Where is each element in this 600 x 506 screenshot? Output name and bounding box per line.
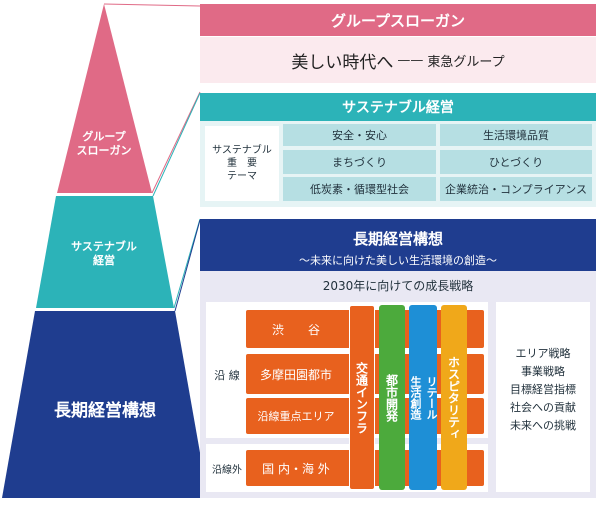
- area-label: 沿 線: [214, 369, 240, 382]
- business-bar-hospitality: ホスピタリティ: [441, 305, 467, 490]
- side-list: エリア戦略 事業戦略 目標経営指標 社会への貢献 未来への挑戦: [496, 345, 590, 435]
- longterm-title: 長期経営構想: [352, 229, 443, 248]
- theme-cell: 企業統治・コンプライアンス: [440, 177, 592, 201]
- connector-line: [174, 219, 201, 312]
- slogan-header: グループスローガン: [200, 4, 596, 36]
- strategy-title: 2030年に向けての成長戦略: [322, 278, 474, 293]
- business-bar-retail: リテール 生活創造: [409, 305, 438, 490]
- pyramid-middle-label: サステナブル 経営: [71, 239, 137, 267]
- slogan-dash: ——: [397, 52, 424, 68]
- business-bar-transport: 交通インフラ: [349, 305, 375, 490]
- pyramid-bottom-label: 長期経営構想: [54, 400, 156, 421]
- sustainable-header: サステナブル経営: [200, 93, 596, 121]
- connector-line: [173, 218, 201, 309]
- area-tama-den-en-toshi: 多摩田園都市: [259, 367, 332, 382]
- pyramid-middle-tier: [36, 196, 174, 308]
- connector-line: [103, 3, 201, 7]
- area-domestic-overseas: 国 内・海 外: [262, 461, 330, 476]
- pyramid-top-tier: [57, 4, 152, 193]
- pyramid-bottom-tier: [2, 311, 208, 498]
- side-item: 社会への貢献: [510, 401, 576, 414]
- area-priority-zone: 沿線重点エリア: [257, 410, 335, 423]
- sustainable-theme-label: サステナブル 重 要 テーマ: [205, 126, 279, 201]
- side-item: 事業戦略: [521, 365, 565, 378]
- theme-cell: 低炭素・循環型社会: [283, 177, 436, 201]
- slogan-body: 美しい時代へ —— 東急グループ: [200, 37, 596, 83]
- business-bar-urban-development: 都市開発: [379, 305, 405, 490]
- side-panel: [496, 302, 590, 492]
- longterm-header: 長期経営構想 ～未来に向けた美しい生活環境の創造～: [200, 219, 596, 271]
- longterm-subtitle: ～未来に向けた美しい生活環境の創造～: [299, 254, 497, 267]
- slogan-text: 美しい時代へ: [291, 52, 394, 73]
- theme-cell: まちづくり: [283, 150, 436, 174]
- area-shibuya: 渋 谷: [271, 322, 320, 337]
- side-item: エリア戦略: [515, 347, 571, 360]
- connector-line: [151, 91, 201, 194]
- slogan-company: 東急グループ: [427, 54, 505, 70]
- theme-cell: ひとづくり: [440, 150, 592, 174]
- theme-cell: 生活環境品質: [440, 124, 592, 146]
- side-item: 目標経営指標: [510, 383, 576, 396]
- pyramid-top-label: グループ スローガン: [76, 129, 132, 157]
- outside-area-label: 沿線外: [212, 464, 242, 476]
- side-item: 未来への挑戦: [510, 419, 576, 432]
- connector-line: [152, 92, 201, 197]
- theme-cell: 安全・安心: [283, 124, 436, 146]
